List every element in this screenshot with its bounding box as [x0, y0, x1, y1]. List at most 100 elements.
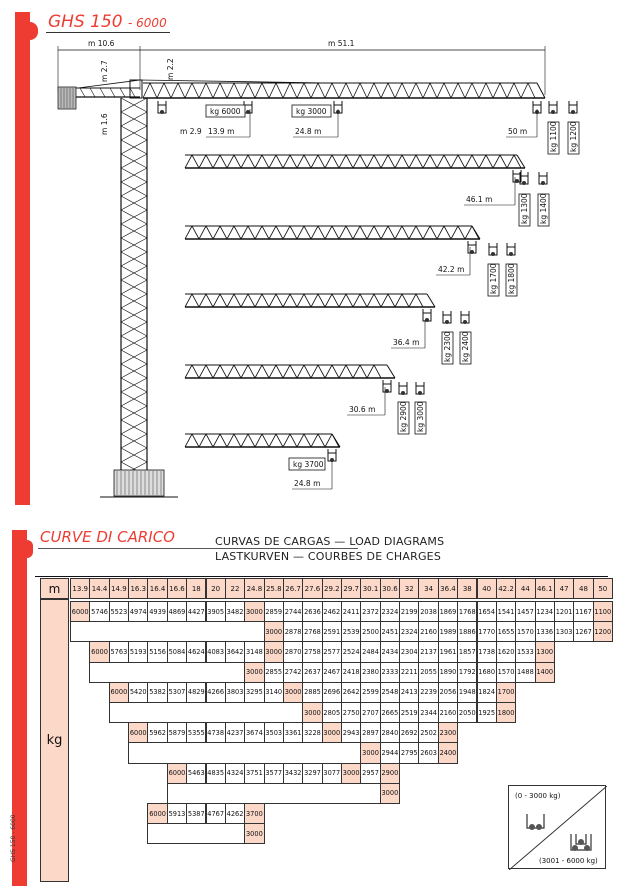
jib-diagonal	[289, 293, 298, 308]
counter-jib-tie	[77, 79, 141, 89]
variant-load-label-box	[441, 331, 454, 365]
jib-diagonal	[303, 154, 312, 169]
jib-diagonal	[282, 364, 291, 379]
load-section-rule	[38, 548, 358, 549]
jib-diagonal	[240, 154, 249, 169]
jib-diagonal	[387, 82, 396, 99]
jib-diagonal	[436, 225, 445, 240]
two-fall-hook-icon	[526, 814, 545, 830]
jib-diagonal	[338, 154, 347, 169]
load-cell: 1570	[495, 661, 517, 683]
side-bar-top	[15, 12, 30, 505]
radius-column-header: 47	[553, 578, 575, 599]
jib-diagonal	[443, 225, 452, 240]
mast-brace	[120, 125, 148, 141]
jib-diagonal	[478, 154, 487, 169]
radius-column-header: 25.8	[263, 578, 284, 599]
jib-diagonal	[415, 154, 424, 169]
mast-brace	[120, 447, 148, 463]
jib-diagonal	[254, 154, 263, 169]
load-cell: 4266	[205, 681, 226, 703]
load-cell: 2840	[379, 722, 401, 744]
radius-column-header: 16.3	[128, 578, 149, 599]
jib-length-label: m 51.1	[328, 39, 355, 48]
radius-column-header: 32	[399, 578, 420, 599]
four-fall-trolley-icon	[460, 311, 470, 324]
jib-diagonal	[191, 293, 200, 308]
load-cell: 3361	[282, 722, 304, 744]
jib-diagonal	[429, 154, 438, 169]
jib-diagonal	[317, 225, 326, 240]
load-cell: 2411	[341, 601, 362, 623]
trolley-icon	[467, 241, 477, 254]
load-cell: 2744	[282, 601, 304, 623]
load-cell: 1533	[515, 641, 536, 663]
load-cell: 2239	[418, 681, 439, 703]
load-unit-label: kg	[46, 733, 63, 748]
load-cell: 2304	[399, 641, 420, 663]
jib-diagonal	[331, 225, 340, 240]
two-fall-trolley-icon	[488, 243, 498, 256]
radius-column-header: 46.1	[534, 578, 555, 599]
load-cell: 3000	[244, 823, 265, 845]
load-cell: 1201	[553, 601, 575, 623]
radius-column-header: 30.1	[360, 578, 381, 599]
jib-diagonal	[408, 293, 417, 308]
mast-brace	[120, 237, 148, 253]
jib-diagonal	[282, 433, 291, 448]
load-cell: 5746	[89, 601, 110, 623]
load-cell: 2413	[399, 681, 420, 703]
radius-column-header: 48	[573, 578, 594, 599]
load-cell: 1700	[495, 681, 517, 703]
jib-diagonal	[254, 82, 263, 99]
load-cell: 3228	[302, 722, 323, 744]
jib-diagonal	[303, 293, 312, 308]
mast-brace	[120, 223, 148, 239]
jib-diagonal	[324, 433, 333, 448]
jib-diagonal	[408, 82, 417, 99]
tower-base	[113, 469, 165, 497]
jib-diagonal	[331, 82, 340, 99]
jib-diagonal	[261, 82, 270, 99]
jib-diagonal	[261, 225, 270, 240]
load-cell: 4835	[205, 762, 226, 784]
jib-diagonal	[289, 82, 298, 99]
jib-diagonal	[240, 433, 249, 448]
jib-diagonal	[359, 293, 368, 308]
load-cell: 2897	[360, 722, 381, 744]
load-cell: 2050	[457, 702, 478, 724]
jib-diagonal	[415, 82, 424, 99]
jib-diagonal	[275, 433, 284, 448]
jib-diagonal	[345, 293, 354, 308]
counter-jib-diagonal	[79, 87, 86, 98]
side-bar-bottom	[12, 530, 27, 886]
variant-load-label-box	[537, 193, 550, 227]
main-load-label-2: kg 3000	[296, 107, 327, 116]
mast-brace	[120, 265, 148, 281]
load-cell: 3140	[263, 681, 284, 703]
counter-jib-length-label: m 10.6	[88, 39, 115, 48]
jib-diagonal	[282, 293, 291, 308]
jib-diagonal	[359, 154, 368, 169]
jib-diagonal	[415, 293, 424, 308]
load-cell: 1541	[495, 601, 517, 623]
jib-diagonal	[219, 364, 228, 379]
jib-diagonal	[205, 82, 214, 99]
jib-diagonal	[506, 154, 515, 169]
load-cell: 1800	[495, 702, 517, 724]
load-cell: 2599	[360, 681, 381, 703]
jib-diagonal	[401, 225, 410, 240]
jib-diagonal	[324, 293, 333, 308]
load-cell: 2056	[437, 681, 459, 703]
load-cell: 1989	[437, 621, 459, 643]
jib-diagonal	[191, 364, 200, 379]
radius-column-header: 30.6	[379, 578, 401, 599]
load-cell: 2500	[360, 621, 381, 643]
four-fall-trolley-icon	[506, 243, 516, 256]
load-cell: 5962	[147, 722, 168, 744]
jib-diagonal	[394, 154, 403, 169]
load-cell: 2591	[321, 621, 342, 643]
jib-diagonal	[373, 293, 382, 308]
row-group-bracket	[70, 621, 265, 643]
jib-diagonal	[254, 364, 263, 379]
